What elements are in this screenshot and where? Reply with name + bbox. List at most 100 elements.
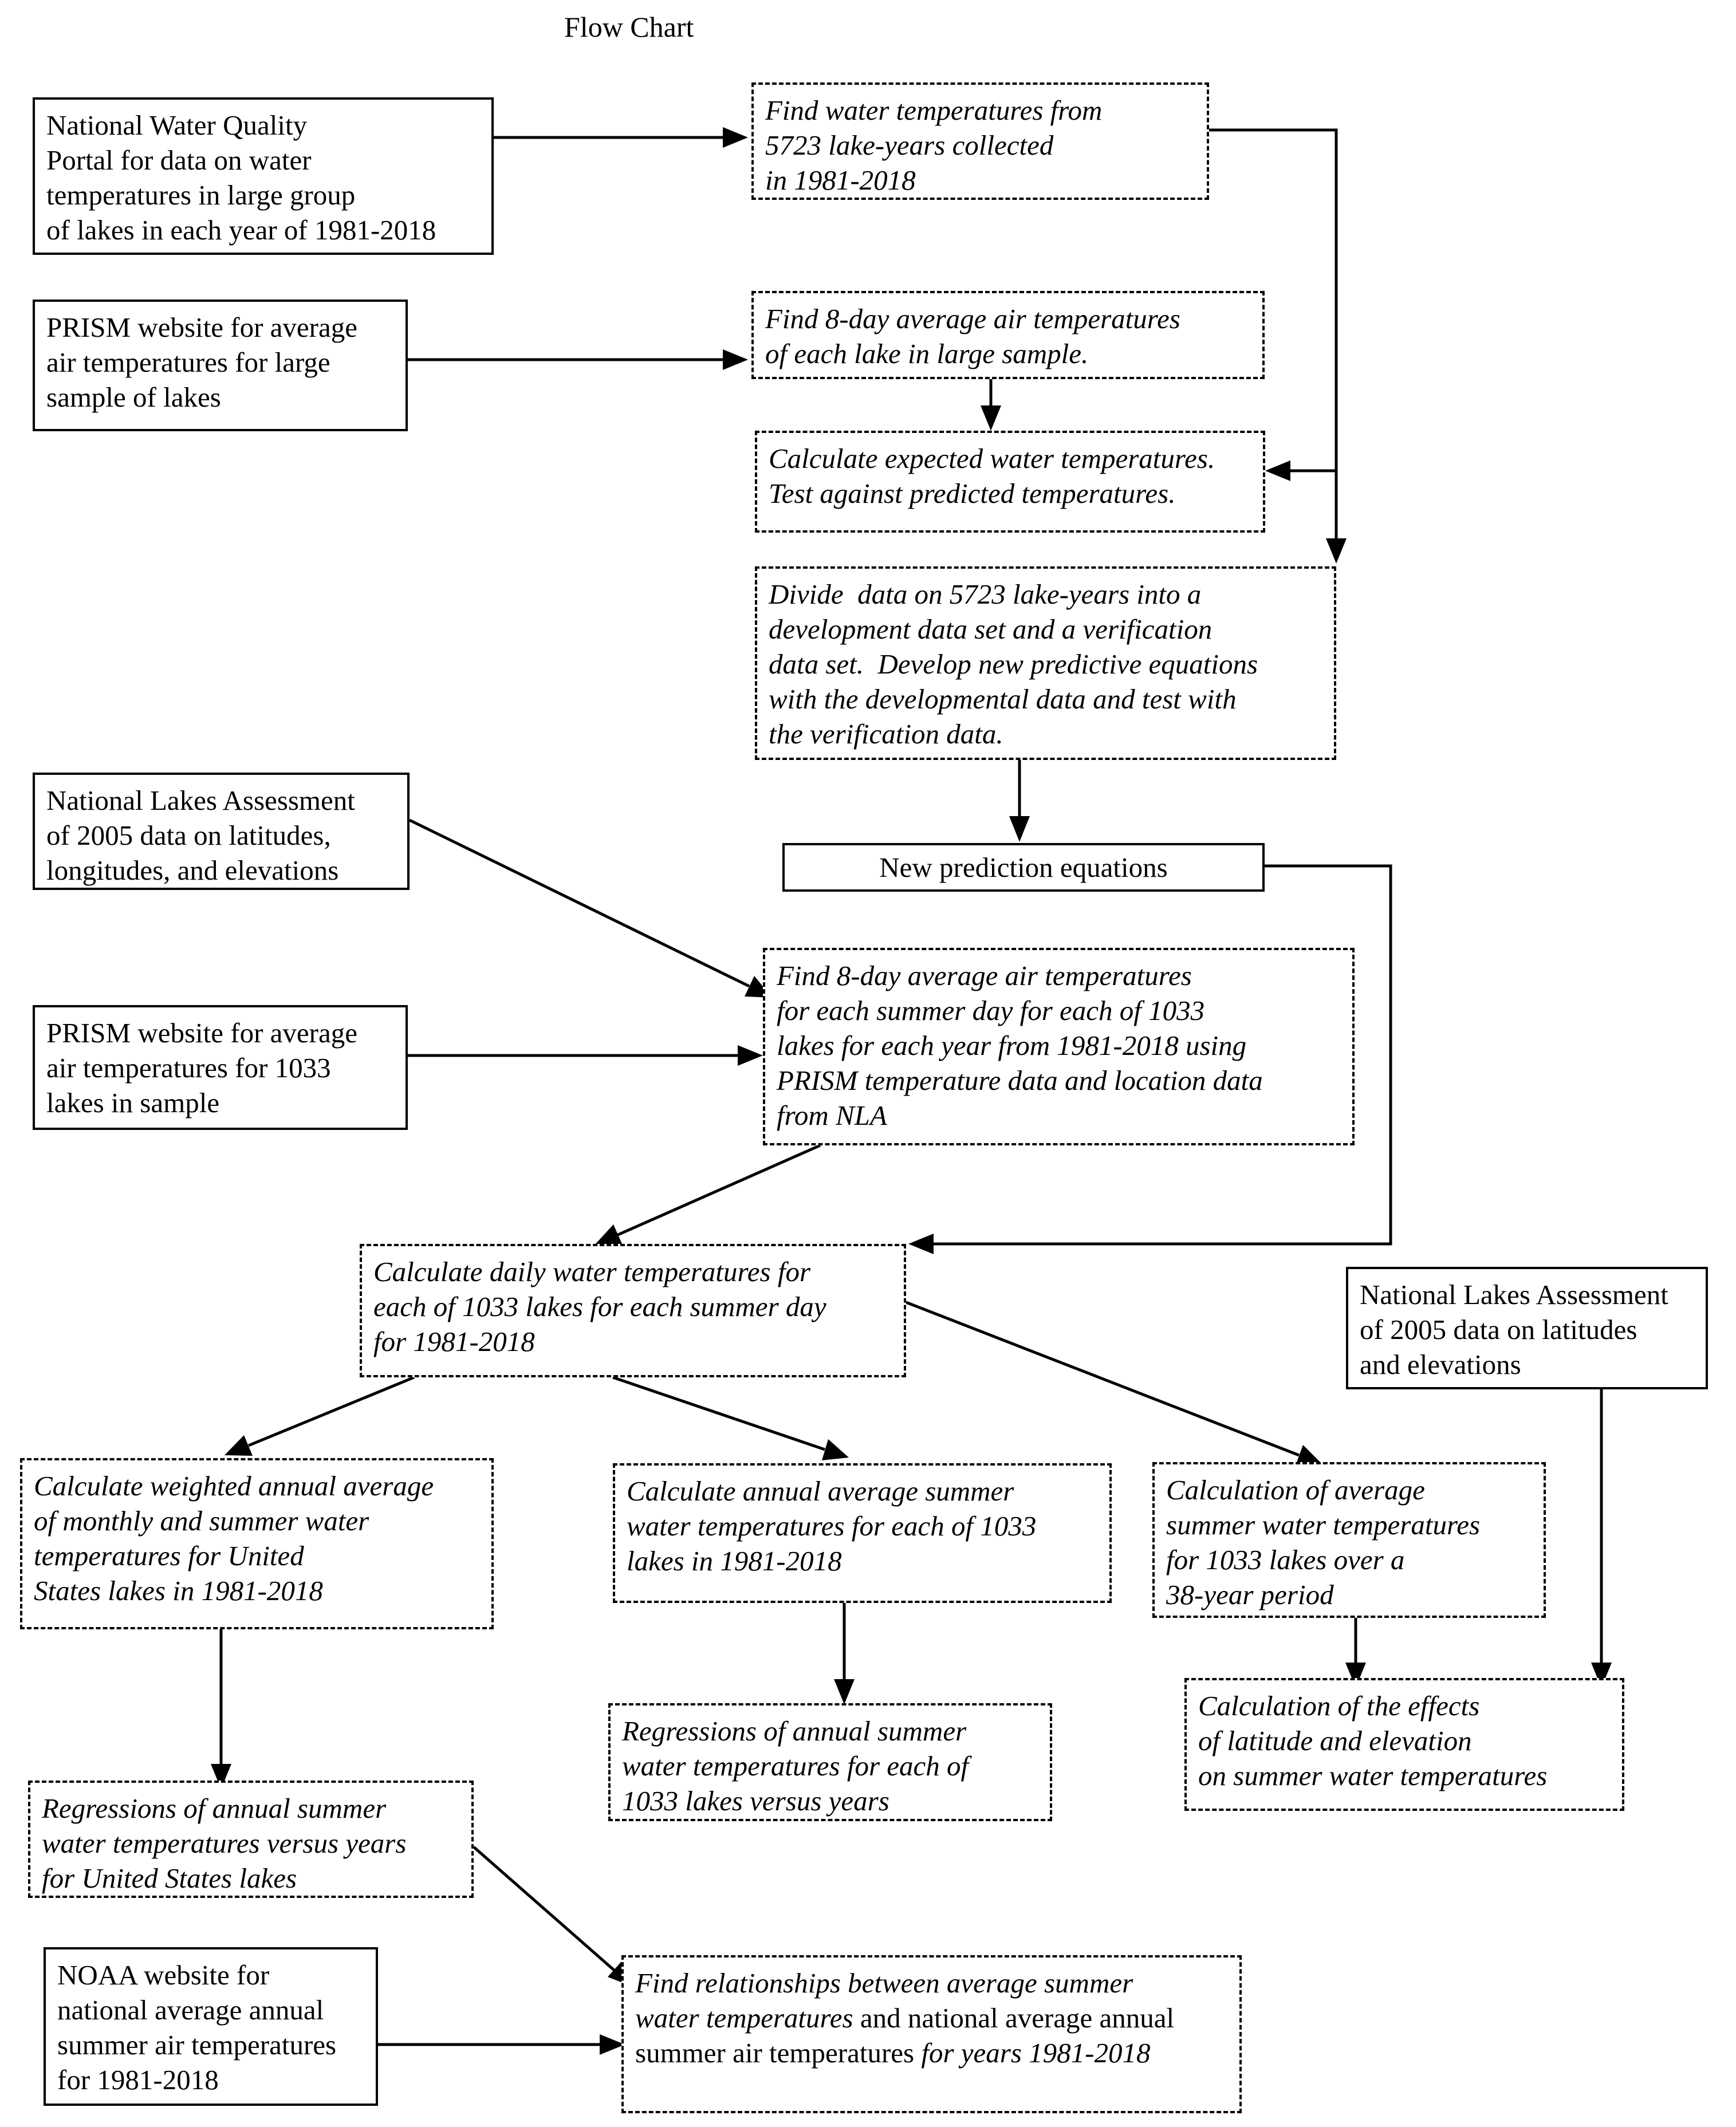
node-text-line: 5723 lake-years collected	[765, 129, 1054, 161]
node-calc-expected: Calculate expected water temperatures. T…	[755, 431, 1265, 533]
node-text-line: for 1981-2018	[373, 1326, 535, 1357]
arrow-calc-daily-to-annual	[612, 1376, 825, 1451]
node-text-line: Calculation of the effects	[1198, 1690, 1480, 1722]
node-prism-large: PRISM website for average air temperatur…	[33, 300, 408, 431]
arrowhead-calc-expected-right	[1265, 460, 1290, 481]
node-text-line: summer water temperatures	[1166, 1509, 1481, 1541]
node-text-line: water temperatures for each of	[622, 1750, 969, 1782]
node-text-line: on summer water temperatures	[1198, 1760, 1548, 1791]
node-text-line: temperatures in large group	[46, 179, 356, 211]
node-text-line: Find water temperatures from	[765, 94, 1103, 126]
node-text-line: data set. Develop new predictive equatio…	[769, 648, 1258, 680]
node-nwqp: National Water Quality Portal for data o…	[33, 97, 494, 255]
node-text-line: New prediction equations	[879, 852, 1168, 883]
node-text-line: air temperatures for large	[46, 346, 330, 378]
node-text-line: from NLA	[777, 1100, 887, 1131]
node-text-line: with the developmental data and test wit…	[769, 683, 1237, 715]
node-text-segment: summer air temperatures	[635, 2037, 922, 2069]
node-text-line: Find 8-day average air temperatures	[777, 960, 1192, 991]
arrowhead-regress-us	[211, 1764, 231, 1789]
node-text-line: PRISM website for average	[46, 1017, 357, 1049]
node-text-line: Calculation of average	[1166, 1474, 1425, 1506]
chart-title: Flow Chart	[564, 11, 694, 43]
node-text-line: National Water Quality	[46, 109, 308, 141]
node-regress-us: Regressions of annual summer water tempe…	[28, 1781, 474, 1898]
node-text-line: Portal for data on water	[46, 144, 312, 176]
node-text-line: Find relationships between average summe…	[635, 1967, 1133, 1999]
node-text-line: each of 1033 lakes for each summer day	[373, 1291, 826, 1322]
node-text-line: longitudes, and elevations	[46, 854, 339, 886]
arrow-regress-us-to-relationships	[473, 1846, 615, 1971]
arrowhead-divide	[1326, 538, 1347, 564]
node-text-line: Regressions of annual summer	[42, 1793, 387, 1824]
node-text-line: water temperatures for each of 1033	[627, 1510, 1037, 1542]
node-text-line: of each lake in large sample.	[765, 338, 1089, 369]
arrowhead-relationships-left	[600, 2034, 625, 2055]
node-text-line: PRISM website for average	[46, 312, 357, 343]
arrow-find-air-1033-to-calc-daily	[617, 1144, 821, 1236]
node-text-line: in 1981-2018	[765, 164, 916, 196]
node-text-line: of 2005 data on latitudes	[1360, 1314, 1637, 1345]
node-regress-each: Regressions of annual summer water tempe…	[608, 1703, 1052, 1821]
node-text-line: the verification data.	[769, 718, 1003, 750]
arrowhead-find-water-temps	[723, 127, 748, 148]
node-text-line: National Lakes Assessment	[1360, 1279, 1668, 1310]
arrowhead-calc-daily-top	[595, 1224, 623, 1245]
node-text-line: for each summer day for each of 1033	[777, 995, 1205, 1026]
node-text-line: and elevations	[1360, 1349, 1521, 1380]
arrowhead-weighted	[225, 1435, 253, 1456]
arrowhead-38yr	[1296, 1445, 1322, 1466]
arrowhead-find-air-large	[723, 349, 748, 370]
node-text-line: lakes in sample	[46, 1087, 220, 1118]
arrowhead-find-air-1033-prism	[738, 1045, 763, 1066]
node-text-segment: and national average annual	[860, 2002, 1175, 2034]
node-text-line: Calculate expected water temperatures.	[769, 443, 1215, 474]
arrowhead-annual	[822, 1439, 849, 1460]
arrowhead-calc-daily-right	[908, 1234, 934, 1254]
node-find-air-large: Find 8-day average air temperatures of e…	[751, 291, 1265, 379]
arrow-nla-to-find-air-1033	[408, 818, 750, 988]
node-text-line: lakes in 1981-2018	[627, 1545, 842, 1577]
arrow-calc-daily-to-38yr	[906, 1301, 1300, 1457]
node-text-line-mixed: summer air temperatures for years 1981-2…	[635, 2035, 1228, 2070]
node-relationships: Find relationships between average summe…	[621, 1955, 1242, 2113]
node-text-line: Calculate annual average summer	[627, 1475, 1014, 1507]
node-text-line: Test against predicted temperatures.	[769, 478, 1176, 509]
arrowhead-new-equations	[1009, 816, 1030, 842]
node-text-line: of monthly and summer water	[34, 1505, 369, 1537]
node-prism-1033: PRISM website for average air temperatur…	[33, 1005, 408, 1130]
node-text-line: for 1033 lakes over a	[1166, 1544, 1405, 1575]
node-text-line: of latitude and elevation	[1198, 1725, 1472, 1756]
node-text-line: 1033 lakes versus years	[622, 1785, 889, 1817]
node-text-line: development data set and a verification	[769, 613, 1213, 645]
node-avg-38yr: Calculation of average summer water temp…	[1152, 1462, 1546, 1618]
arrowhead-effects-left	[1345, 1663, 1366, 1688]
node-text-line-mixed: water temperatures and national average …	[635, 2000, 1228, 2035]
node-text-line: NOAA website for	[57, 1959, 270, 1991]
node-text-line: Calculate weighted annual average	[34, 1470, 434, 1502]
node-divide-data: Divide data on 5723 lake-years into a de…	[755, 566, 1336, 760]
node-text-line: summer air temperatures	[57, 2029, 337, 2061]
node-calc-daily: Calculate daily water temperatures for e…	[360, 1244, 906, 1377]
node-text-line: Calculate daily water temperatures for	[373, 1256, 811, 1287]
node-text-line: air temperatures for 1033	[46, 1052, 331, 1084]
node-annual-avg: Calculate annual average summer water te…	[613, 1463, 1112, 1603]
arrow-calc-daily-to-weighted	[248, 1376, 415, 1447]
node-text-line: for 1981-2018	[57, 2064, 219, 2096]
node-find-air-1033: Find 8-day average air temperatures for …	[763, 948, 1355, 1145]
node-text-line: Regressions of annual summer	[622, 1715, 967, 1747]
node-text-line: of lakes in each year of 1981-2018	[46, 214, 436, 246]
arrowhead-effects-right	[1591, 1663, 1612, 1688]
node-text-line: for United States lakes	[42, 1862, 297, 1894]
node-text-line: sample of lakes	[46, 381, 221, 413]
node-text-line: lakes for each year from 1981-2018 using	[777, 1030, 1247, 1061]
node-text-line: temperatures for United	[34, 1540, 304, 1571]
node-text-line: Divide data on 5723 lake-years into a	[769, 578, 1202, 610]
node-nla-lat-elev: National Lakes Assessment of 2005 data o…	[1346, 1267, 1708, 1389]
node-nla-lat-long: National Lakes Assessment of 2005 data o…	[33, 773, 410, 890]
arrowhead-calc-expected-top	[981, 405, 1001, 431]
node-text-line: States lakes in 1981-2018	[34, 1575, 323, 1606]
connector-new-equations-to-calc-daily	[934, 864, 1392, 1246]
node-effects: Calculation of the effects of latitude a…	[1184, 1678, 1624, 1811]
